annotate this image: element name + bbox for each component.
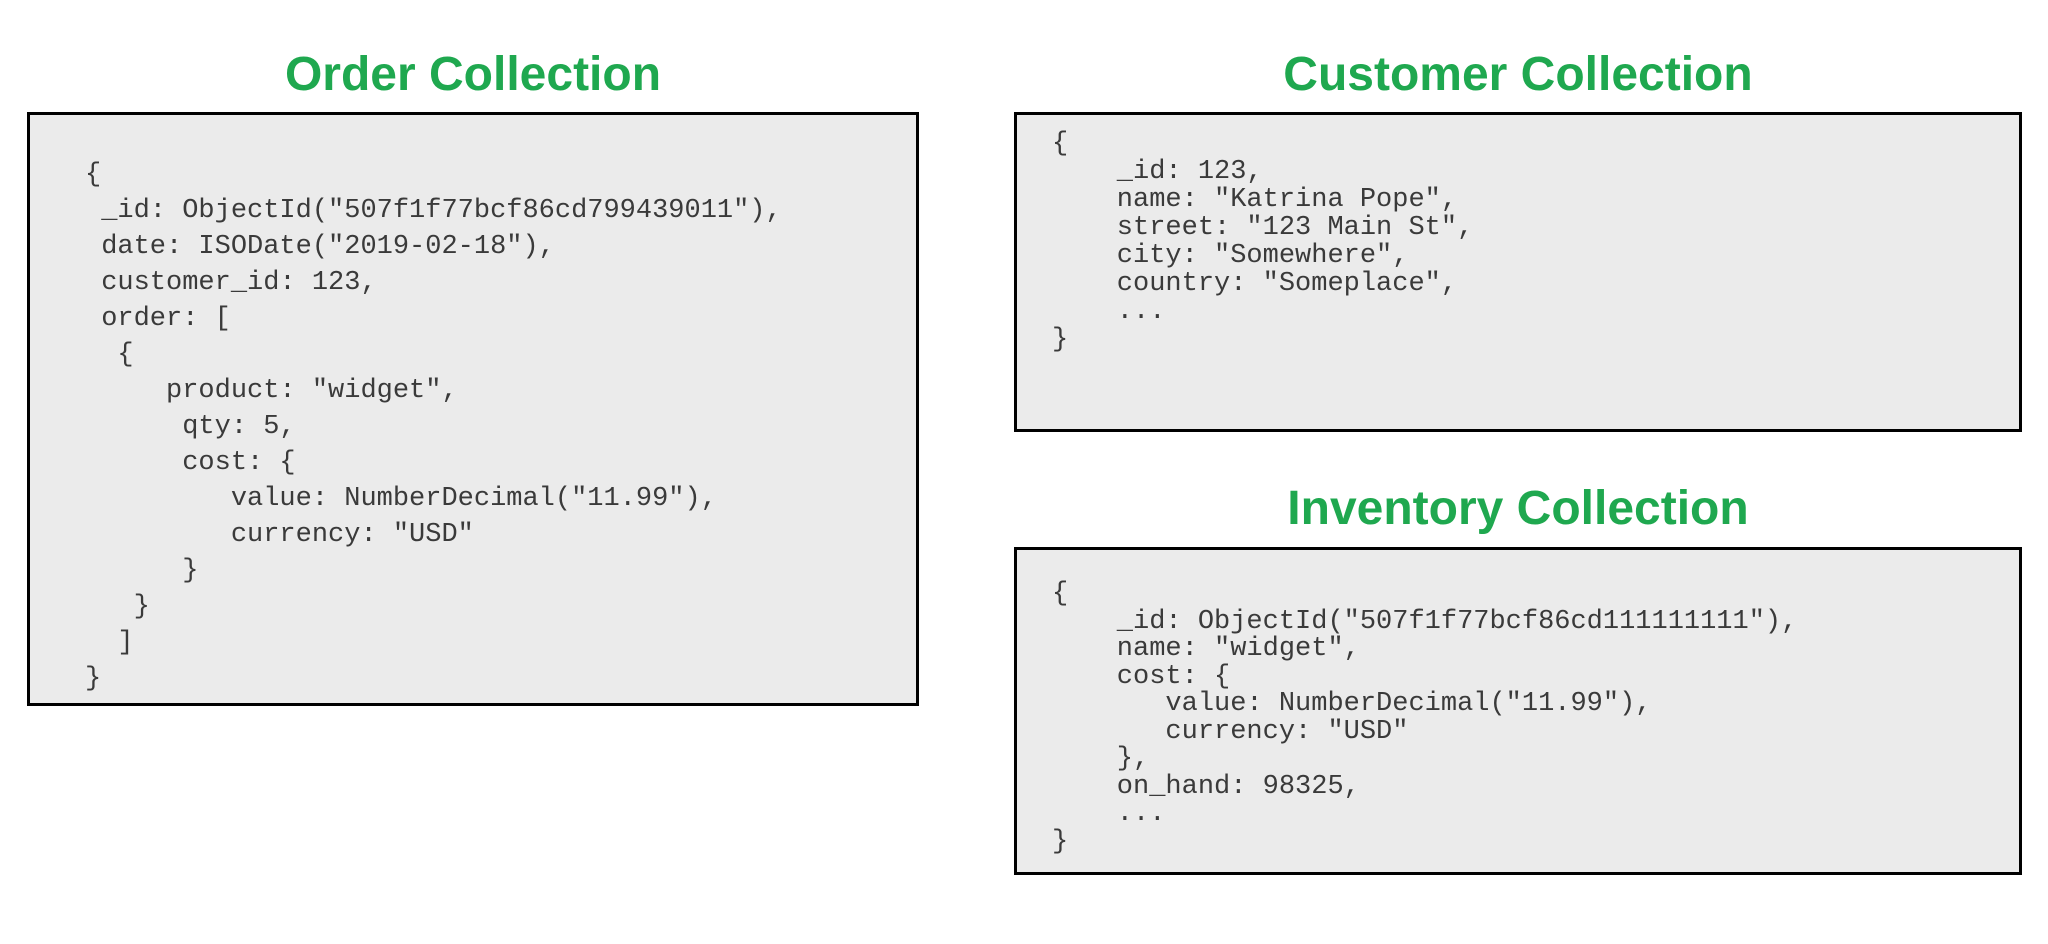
- customer-collection-code: { _id: 123, name: "Katrina Pope", street…: [1052, 129, 1474, 355]
- inventory-collection-codebox: { _id: ObjectId("507f1f77bcf86cd11111111…: [1014, 547, 2022, 875]
- order-collection-title: Order Collection: [284, 48, 662, 101]
- order-collection-code: { _id: ObjectId("507f1f77bcf86cd79943901…: [85, 160, 782, 694]
- customer-collection-codebox: { _id: 123, name: "Katrina Pope", street…: [1014, 112, 2022, 432]
- order-collection-codebox: { _id: ObjectId("507f1f77bcf86cd79943901…: [27, 112, 919, 706]
- inventory-collection-title: Inventory Collection: [1287, 482, 1749, 535]
- inventory-collection-code: { _id: ObjectId("507f1f77bcf86cd11111111…: [1052, 579, 1798, 857]
- customer-collection-title: Customer Collection: [1283, 48, 1753, 101]
